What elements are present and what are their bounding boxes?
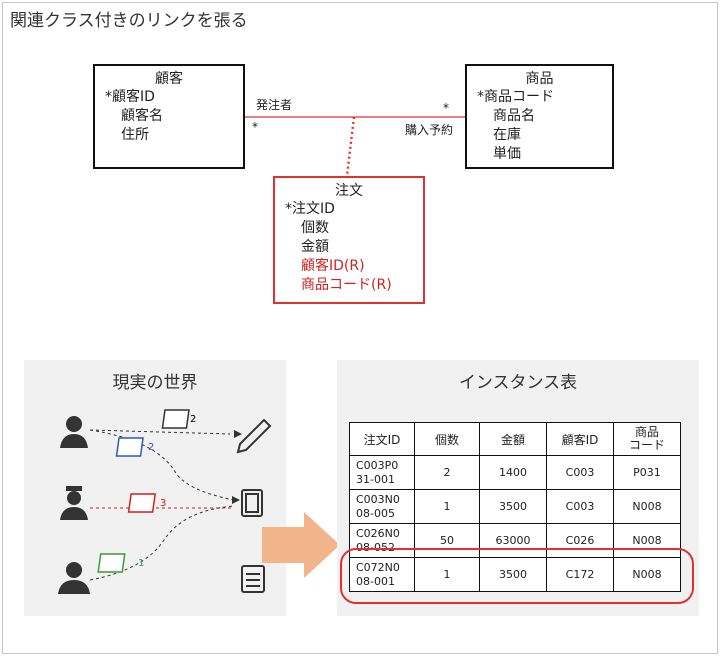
order-class-name: 注文: [335, 183, 363, 199]
order-slip-icon: [127, 493, 157, 513]
order-id-cell: C003P0 31-001: [349, 455, 415, 490]
product-class-name: 商品: [525, 71, 554, 87]
amount-cell: 3500: [479, 489, 547, 524]
right-role-label: 購入予約: [405, 123, 454, 137]
order-attr: 金額: [301, 239, 329, 255]
table-header: 金額: [479, 422, 547, 456]
customer-class-name: 顧客: [155, 71, 183, 87]
table-header: 顧客ID: [546, 422, 614, 456]
amount-cell: 63000: [479, 523, 547, 558]
instance-table-panel: インスタンス表 注文ID 個数 金額 顧客ID 商品 コード C003P0 31…: [337, 360, 699, 616]
customer-id-cell: C172: [546, 557, 614, 592]
product-attr: 在庫: [493, 127, 521, 143]
quantity-cell: 1: [414, 557, 480, 592]
instance-table-title: インスタンス表: [458, 373, 578, 393]
order-id-cell: C026N0 08-052: [349, 523, 415, 558]
quantity-cell: 2: [414, 455, 480, 490]
order-fk-attr: 顧客ID(R): [301, 258, 365, 274]
order-id-cell: C003N0 08-005: [349, 489, 415, 524]
figure-title: 関連クラス付きのリンクを張る: [10, 11, 248, 31]
customer-id-cell: C003: [546, 489, 614, 524]
link-line: [89, 429, 231, 435]
product-code-cell: N008: [613, 489, 681, 524]
highlight-oval: [340, 548, 694, 604]
customer-attr: *顧客ID: [105, 89, 155, 105]
customer-class: 顧客 *顧客ID 顧客名 住所: [93, 64, 245, 169]
real-world-panel: 現実の世界: [24, 360, 286, 616]
customer-attr: 顧客名: [121, 108, 163, 124]
product-attr: 商品名: [493, 108, 535, 124]
table-header: 個数: [414, 422, 480, 456]
order-attr: 個数: [301, 220, 329, 236]
customer-id-cell: C026: [546, 523, 614, 558]
table-header: 注文ID: [349, 422, 415, 456]
businessman-person-icon: [58, 562, 90, 594]
order-slip-icon: [115, 437, 144, 457]
table-header: 商品 コード: [613, 422, 681, 456]
order-fk-attr: 商品コード(R): [301, 277, 392, 293]
product-attr: 単価: [493, 146, 521, 162]
left-role-label: 発注者: [256, 98, 293, 112]
order-class: 注文 *注文ID 個数 金額 顧客ID(R) 商品コード(R): [273, 176, 425, 304]
product-attr: *商品コード: [477, 89, 554, 105]
quantity-cell: 1: [414, 489, 480, 524]
product-code-cell: N008: [613, 557, 681, 592]
slip-label: 2: [190, 414, 196, 425]
customer-id-cell: C003: [546, 455, 614, 490]
slip-label: 2: [148, 442, 154, 453]
order-slip-icon: [161, 409, 190, 429]
table-row: C003P0 31-001 2 1400 C003 P031: [349, 455, 681, 490]
left-multiplicity: *: [252, 120, 258, 134]
amount-cell: 1400: [479, 455, 547, 490]
table-row: C003N0 08-005 1 3500 C003 N008: [349, 489, 681, 524]
table-row: C072N0 08-001 1 3500 C172 N008: [349, 557, 681, 592]
notepad-icon: [241, 565, 265, 593]
pencil-icon: [236, 418, 272, 454]
slip-label: 1: [138, 558, 144, 569]
officer-person-icon: [60, 486, 88, 520]
real-world-title: 現実の世界: [112, 373, 198, 393]
order-slip-icon: [97, 553, 126, 573]
instance-table: 注文ID 個数 金額 顧客ID 商品 コード C003P0 31-001 2 1…: [349, 422, 681, 592]
customer-attr: 住所: [121, 127, 149, 143]
order-attr: *注文ID: [285, 201, 335, 217]
real-world-illustration: 2 2 3 1: [58, 409, 272, 594]
customer-person-icon: [60, 416, 88, 448]
product-code-cell: P031: [613, 455, 681, 490]
book-icon: [241, 489, 263, 517]
amount-cell: 3500: [479, 557, 547, 592]
product-class: 商品 *商品コード 商品名 在庫 単価: [465, 64, 614, 169]
slip-label: 3: [160, 498, 166, 509]
right-multiplicity: *: [443, 101, 449, 115]
